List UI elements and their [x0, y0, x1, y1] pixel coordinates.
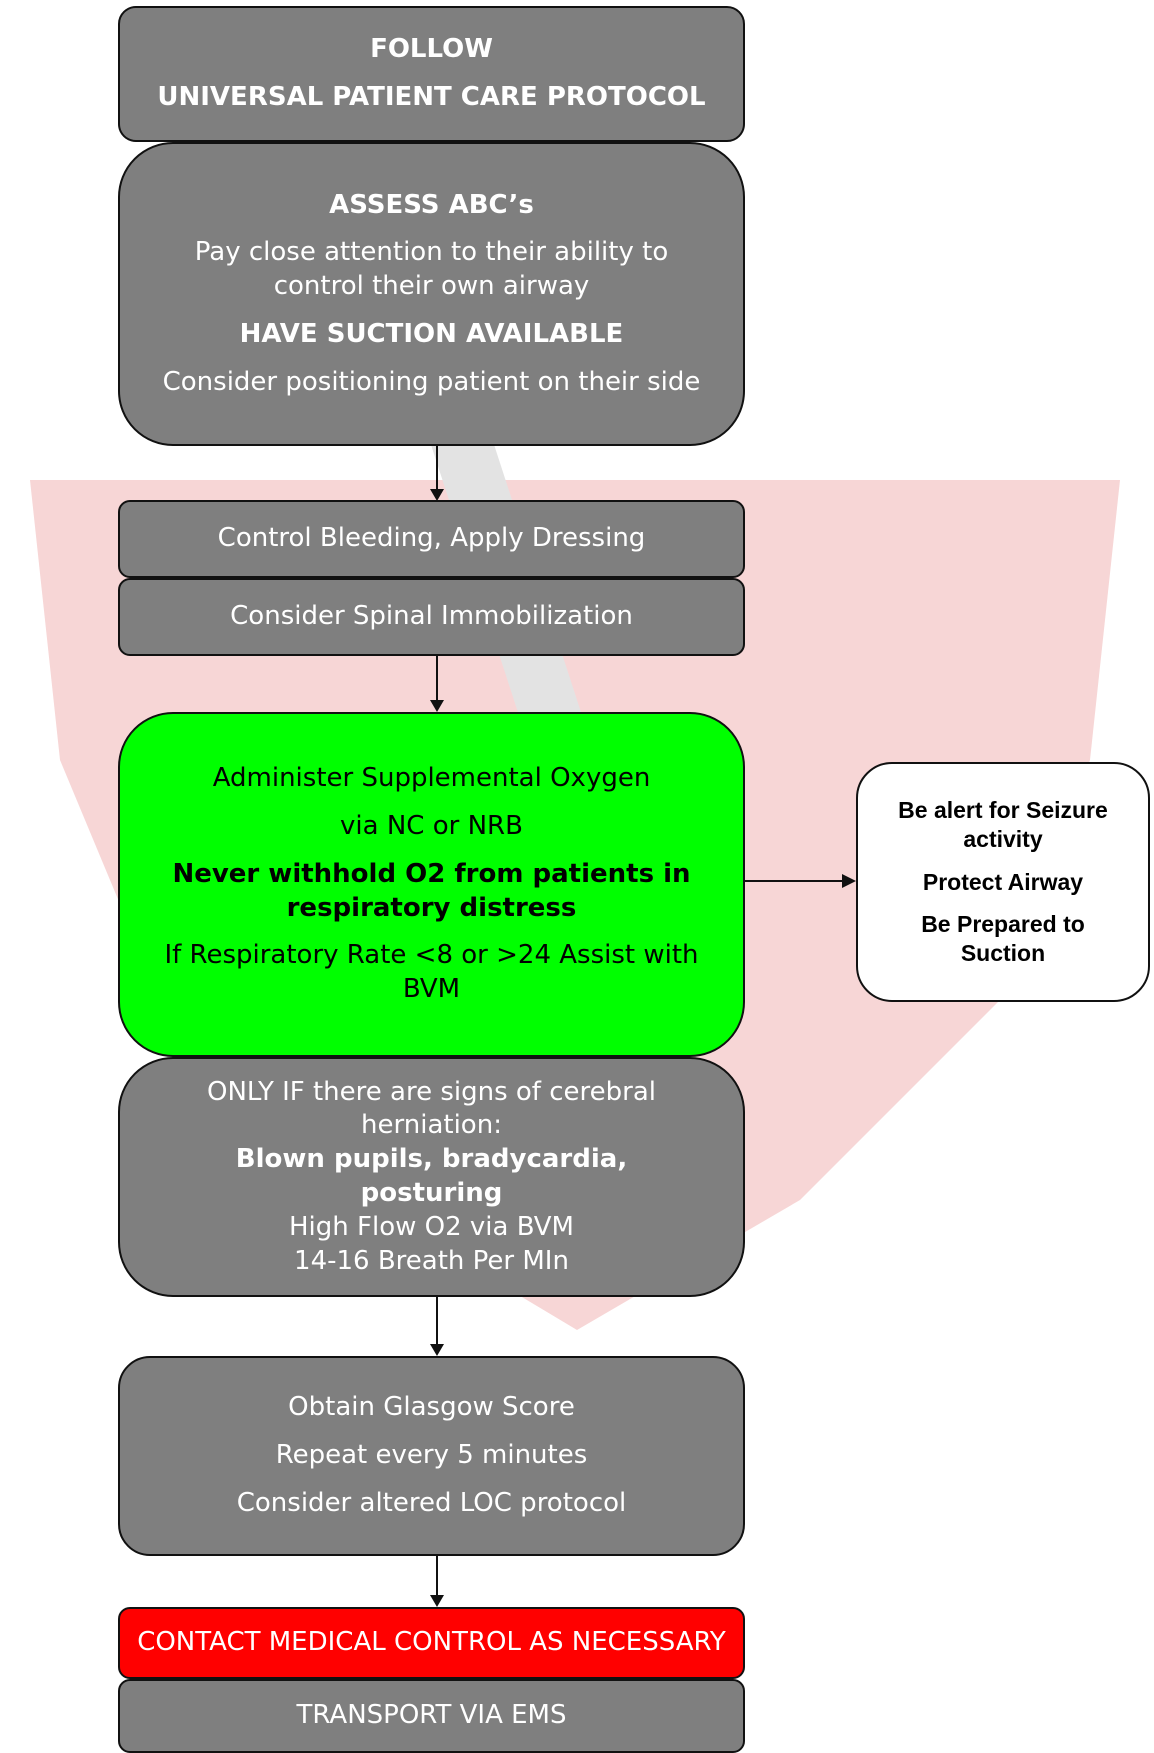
herniation-signs: Blown pupils, bradycardia, posturing	[235, 1144, 628, 1208]
arrow-down-icon	[430, 1344, 444, 1356]
seizure-line2: Protect Airway	[922, 868, 1084, 895]
suction-text: HAVE SUCTION AVAILABLE	[239, 318, 624, 349]
connector-line	[436, 446, 438, 494]
universal-protocol-label: UNIVERSAL PATIENT CARE PROTOCOL	[157, 82, 706, 112]
connector-line	[744, 880, 844, 882]
contact-medical-control-box: CONTACT MEDICAL CONTROL AS NECESSARY	[118, 1607, 745, 1679]
glasgow-box: Obtain Glasgow Score Repeat every 5 minu…	[118, 1356, 745, 1556]
oxygen-line2: via NC or NRB	[340, 810, 523, 841]
seizure-line1: Be alert for Seizure activity	[898, 797, 1108, 852]
glasgow-line1: Obtain Glasgow Score	[288, 1392, 575, 1423]
control-bleeding-text: Control Bleeding, Apply Dressing	[217, 523, 646, 554]
follow-protocol-box: FOLLOW UNIVERSAL PATIENT CARE PROTOCOL	[118, 6, 745, 142]
connector-line	[436, 1556, 438, 1599]
positioning-text: Consider positioning patient on their si…	[162, 366, 701, 397]
arrow-down-icon	[430, 1595, 444, 1607]
arrow-down-icon	[430, 700, 444, 712]
glasgow-line2: Repeat every 5 minutes	[275, 1440, 588, 1471]
herniation-line2: High Flow O2 via BVM	[289, 1211, 574, 1242]
oxygen-line1: Administer Supplemental Oxygen	[212, 763, 651, 794]
arrow-down-icon	[430, 489, 444, 501]
herniation-box: ONLY IF there are signs of cerebral hern…	[118, 1057, 745, 1297]
connector-line	[436, 656, 438, 705]
herniation-line1: ONLY IF there are signs of cerebral hern…	[207, 1076, 656, 1141]
follow-label: FOLLOW	[370, 34, 493, 65]
seizure-alert-box: Be alert for Seizure activity Protect Ai…	[856, 762, 1150, 1002]
oxygen-warning: Never withhold O2 from patients in respi…	[172, 858, 691, 923]
contact-text: CONTACT MEDICAL CONTROL AS NECESSARY	[137, 1627, 726, 1658]
airway-text: Pay close attention to their ability to …	[194, 237, 669, 302]
control-bleeding-box: Control Bleeding, Apply Dressing	[118, 500, 745, 578]
assess-abc-box: ASSESS ABC’s Pay close attention to thei…	[118, 142, 745, 446]
assess-title: ASSESS ABC’s	[329, 189, 534, 220]
transport-box: TRANSPORT VIA EMS	[118, 1679, 745, 1753]
transport-text: TRANSPORT VIA EMS	[296, 1700, 567, 1731]
herniation-line3: 14-16 Breath Per MIn	[294, 1245, 569, 1276]
spinal-immobilization-box: Consider Spinal Immobilization	[118, 578, 745, 656]
oxygen-box: Administer Supplemental Oxygen via NC or…	[118, 712, 745, 1057]
arrow-right-icon	[842, 874, 856, 888]
oxygen-line3: If Respiratory Rate <8 or >24 Assist wit…	[164, 940, 699, 1005]
connector-line	[436, 1297, 438, 1349]
glasgow-line3: Consider altered LOC protocol	[236, 1487, 627, 1518]
seizure-line3: Be Prepared to Suction	[921, 911, 1085, 967]
spinal-text: Consider Spinal Immobilization	[230, 601, 633, 632]
